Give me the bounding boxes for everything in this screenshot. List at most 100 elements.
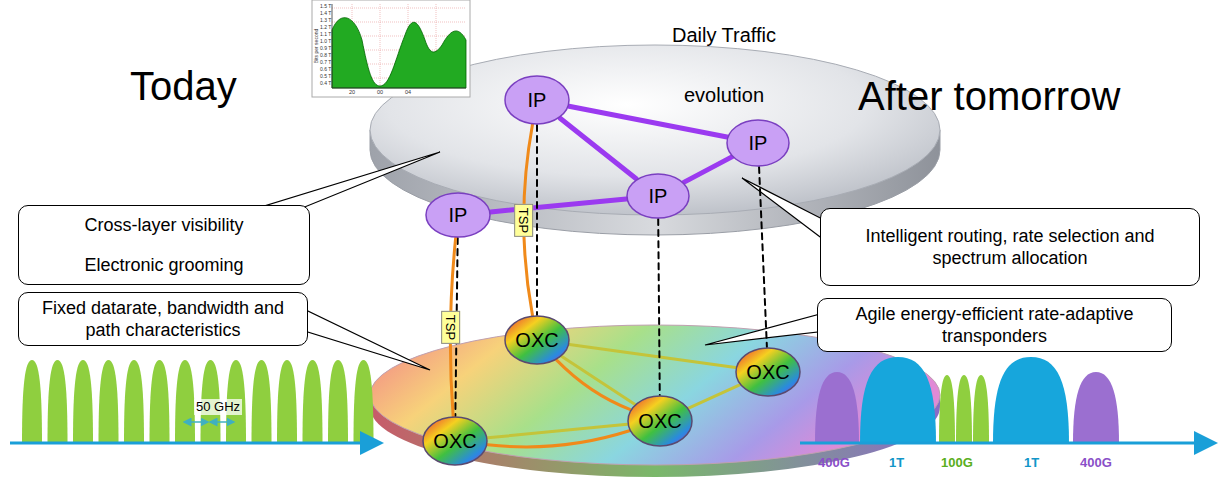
axis-label: 0.4 T xyxy=(320,80,331,86)
spacing-arrow xyxy=(184,421,208,423)
optical-cross-connect: OXC xyxy=(735,347,801,397)
spectrum-peak xyxy=(956,375,972,443)
era-heading: Today xyxy=(130,62,237,110)
axis-label: 0.7 T xyxy=(320,59,331,65)
spectrum-label: 1T xyxy=(1024,455,1039,471)
callout-text: Cross-layer visibility xyxy=(84,214,243,236)
axis-label: 20 xyxy=(349,89,355,96)
callout-pointer xyxy=(705,310,835,345)
spectrum-label: 50 GHz xyxy=(194,399,242,415)
fixed-grid-spectrum xyxy=(22,360,374,443)
ip-router: IP xyxy=(425,192,491,238)
optical-cross-connect: OXC xyxy=(504,315,570,365)
axis-label: 1.3 T xyxy=(320,17,331,23)
axis-label: 0.6 T xyxy=(320,66,331,72)
node-label: OXC xyxy=(746,361,789,383)
spectrum-peak xyxy=(303,360,323,443)
axis-label: 00 xyxy=(377,89,383,96)
link xyxy=(562,356,635,404)
spectrum-peak xyxy=(993,357,1069,443)
callout-box: Fixed datarate, bandwidth and path chara… xyxy=(18,292,308,346)
lightpath xyxy=(488,431,630,447)
axis-label: 0.8 T xyxy=(320,52,331,58)
spectrum-peak xyxy=(124,360,144,443)
spectrum-peak xyxy=(277,360,297,443)
spectrum-peak xyxy=(150,360,170,443)
callout-box: Cross-layer visibilityElectronic groomin… xyxy=(18,205,310,285)
node-label: OXC xyxy=(515,329,558,351)
spacing-arrow xyxy=(210,421,234,423)
node-shape xyxy=(423,417,487,465)
axis-label: Bits per second xyxy=(313,29,319,63)
chart-axis xyxy=(332,88,466,89)
flexible-spectrum xyxy=(815,357,1119,443)
ip-router: IP xyxy=(626,173,690,219)
link xyxy=(684,157,732,182)
node-label: OXC xyxy=(638,410,681,432)
spectrum-peak xyxy=(328,360,348,443)
node-shape xyxy=(736,348,800,396)
spectrum-peak xyxy=(860,357,936,443)
layer-mapping-line xyxy=(536,125,538,315)
spectrum-peak xyxy=(939,375,955,443)
node-label: IP xyxy=(749,132,768,154)
callout-text: Intelligent routing, rate selection and … xyxy=(831,225,1189,269)
axis-label: 04 xyxy=(405,89,411,96)
link xyxy=(569,344,735,367)
era-heading: After tomorrow xyxy=(858,72,1120,120)
layer-mapping-line xyxy=(658,219,660,395)
chart-frame xyxy=(312,0,470,97)
link xyxy=(689,385,740,408)
axis-label: 1.0 T xyxy=(320,38,331,44)
frequency-axis xyxy=(800,442,1212,445)
ip-router: IP xyxy=(726,119,790,167)
lightpath xyxy=(557,360,631,409)
spectrum-peak xyxy=(815,372,859,443)
axis-label: 0.5 T xyxy=(320,73,331,79)
axis-label: 1.5 T xyxy=(320,3,331,9)
spectrum-label: 400G xyxy=(1080,455,1112,471)
spectrum-peak xyxy=(973,375,989,443)
callout-box: Intelligent routing, rate selection and … xyxy=(820,208,1200,286)
axis-label: 1.1 T xyxy=(320,31,331,37)
optical-cross-connect: OXC xyxy=(627,395,693,447)
node-shape xyxy=(505,76,569,124)
node-shape xyxy=(505,316,569,364)
callout-text: Fixed datarate, bandwidth and path chara… xyxy=(29,297,297,341)
frequency-axis xyxy=(10,442,378,445)
node-label: IP xyxy=(649,185,668,207)
spectrum-label: 400G xyxy=(818,455,850,471)
link xyxy=(569,106,727,137)
optical-cross-connect: OXC xyxy=(422,416,488,466)
axis-label: 0.9 T xyxy=(320,45,331,51)
axis-label: 1.4 T xyxy=(320,10,331,16)
spectrum-label: 1T xyxy=(889,455,904,471)
spectrum-label: 100G xyxy=(941,455,973,471)
callout-text: Agile energy-efficient rate-adaptive tra… xyxy=(828,303,1161,347)
node-label: OXC xyxy=(433,430,476,452)
callout-box: Agile energy-efficient rate-adaptive tra… xyxy=(817,298,1172,352)
layer-mapping-line xyxy=(759,167,767,347)
link xyxy=(491,199,627,212)
traffic-area xyxy=(332,18,466,88)
traffic-chart xyxy=(312,0,470,97)
ip-router: IP xyxy=(504,75,570,125)
spectrum-peak xyxy=(99,360,119,443)
chart-axis xyxy=(332,4,333,88)
spectrum-peak xyxy=(1073,372,1119,443)
spectrum-peak xyxy=(22,360,42,443)
node-shape xyxy=(627,174,689,218)
node-shape xyxy=(628,396,692,446)
chart-grid xyxy=(332,4,466,88)
axis-label: 1.2 T xyxy=(320,24,331,30)
chart-title: Daily Traffic evolution xyxy=(660,5,788,125)
callout-text: Electronic grooming xyxy=(84,254,243,276)
spectrum-peak xyxy=(73,360,93,443)
spectrum-peak xyxy=(252,360,272,443)
spectrum-peak xyxy=(354,360,374,443)
spectrum-peak xyxy=(175,360,195,443)
node-shape xyxy=(426,193,490,237)
node-shape xyxy=(727,120,789,166)
link xyxy=(560,118,637,179)
